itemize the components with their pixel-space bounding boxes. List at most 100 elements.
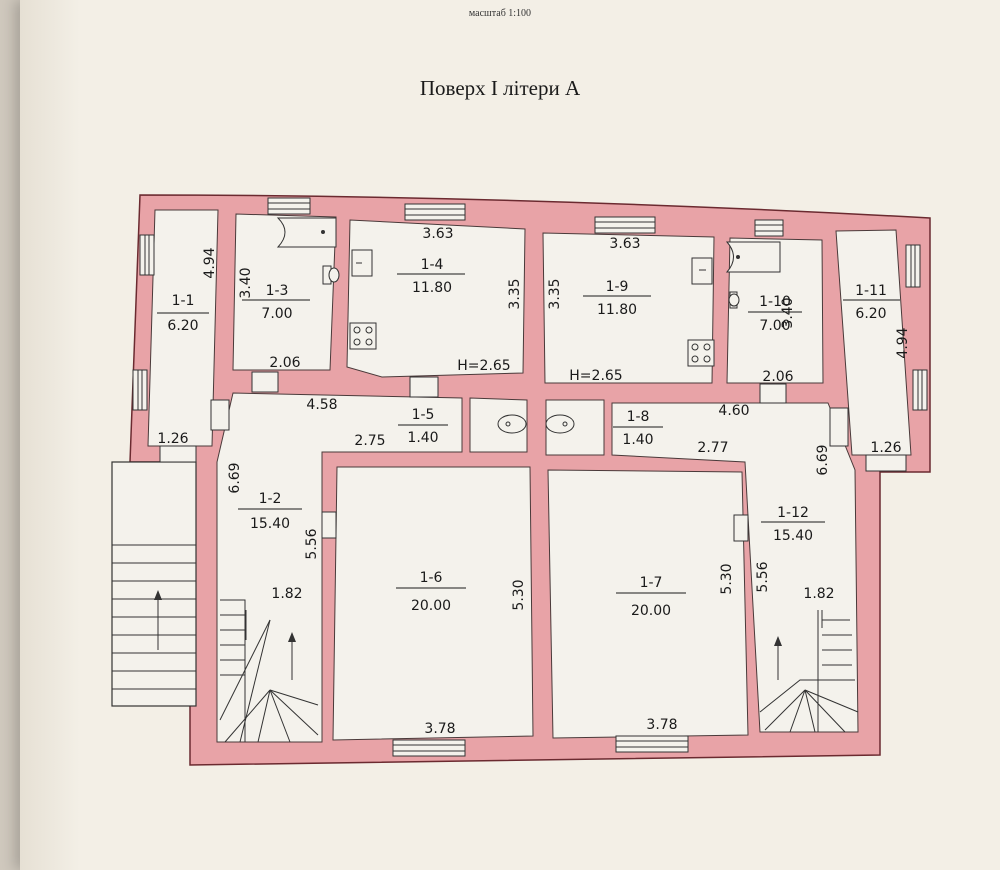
room-area: 20.00 xyxy=(411,598,451,614)
door-icon xyxy=(865,454,907,472)
room-area: 7.00 xyxy=(759,318,790,334)
room-1-7 xyxy=(547,469,749,739)
dimension-label: 3.78 xyxy=(424,721,455,737)
door-icon xyxy=(759,383,787,404)
window-icon xyxy=(905,244,921,288)
window-icon xyxy=(912,369,928,411)
dimension-label: 3.40 xyxy=(780,297,796,328)
room-1-11 xyxy=(835,229,912,456)
dimension-label: 6.69 xyxy=(227,462,243,493)
dimension-label: 2.06 xyxy=(762,369,793,385)
internal-stairs-right xyxy=(759,610,859,733)
room-area: 11.80 xyxy=(597,302,637,318)
room-number: 1-2 xyxy=(259,491,282,507)
room-number: 1-5 xyxy=(412,407,435,423)
bathtub-icon xyxy=(276,217,337,248)
dimension-label: 4.58 xyxy=(306,397,337,413)
washbasin-icon xyxy=(691,257,713,285)
stair-arrow-icon xyxy=(774,636,782,646)
window-icon xyxy=(754,219,784,237)
dimension-label: 3.35 xyxy=(547,278,563,309)
door-icon xyxy=(159,445,197,463)
plan-title: Поверх I літери А xyxy=(419,76,581,100)
room-number: 1-11 xyxy=(855,283,887,299)
dimension-label: 4.60 xyxy=(718,403,749,419)
room-1-2-corridor xyxy=(216,392,463,743)
room-number: 1-8 xyxy=(627,409,650,425)
dimension-label: 1.82 xyxy=(803,586,834,602)
room-1-9 xyxy=(542,232,715,384)
stove-icon xyxy=(687,339,715,367)
room-number: 1-1 xyxy=(172,293,195,309)
entrance-stairs-left xyxy=(111,461,197,707)
room-number: 1-9 xyxy=(606,279,629,295)
dimension-label: 3.63 xyxy=(609,236,640,252)
washbasin-icon xyxy=(351,249,373,277)
room-area: 11.80 xyxy=(412,280,452,296)
room-number: 1-4 xyxy=(421,257,444,273)
room-number: 1-10 xyxy=(759,294,791,310)
window-icon xyxy=(139,234,155,276)
dimension-label: 4.94 xyxy=(895,327,911,358)
room-1-3 xyxy=(232,213,337,371)
window-icon xyxy=(594,216,656,234)
door-icon xyxy=(829,407,849,447)
dimension-label: 2.77 xyxy=(697,440,728,456)
dimension-label: 1.26 xyxy=(870,440,901,456)
scale-note: масштаб 1:100 xyxy=(468,8,532,19)
ceiling-height-label: H=2.65 xyxy=(457,358,510,374)
door-icon xyxy=(251,371,279,393)
dimension-label: 2.06 xyxy=(269,355,300,371)
window-icon xyxy=(615,735,689,753)
room-area: 6.20 xyxy=(167,318,198,334)
dimension-label: 5.30 xyxy=(719,563,735,594)
room-area: 7.00 xyxy=(261,306,292,322)
bathtub-icon xyxy=(725,241,781,273)
dimension-label: 4.94 xyxy=(202,247,218,278)
dimension-label: 5.30 xyxy=(511,579,527,610)
internal-stairs-left xyxy=(219,599,319,743)
dimension-label: 2.75 xyxy=(354,433,385,449)
door-icon xyxy=(409,376,439,398)
door-icon xyxy=(733,514,749,542)
window-icon xyxy=(404,203,466,221)
room-area: 1.40 xyxy=(622,432,653,448)
room-1-8 xyxy=(545,399,605,456)
dimension-label: 3.78 xyxy=(646,717,677,733)
room-number: 1-6 xyxy=(420,570,443,586)
dimension-label: 6.69 xyxy=(815,444,831,475)
window-icon xyxy=(267,197,311,215)
room-number: 1-3 xyxy=(266,283,289,299)
dimension-label: 1.82 xyxy=(271,586,302,602)
toilet-icon xyxy=(497,414,527,434)
toilet-icon xyxy=(322,265,340,285)
room-1-1 xyxy=(147,209,219,447)
room-area: 20.00 xyxy=(631,603,671,619)
room-number: 1-12 xyxy=(777,505,809,521)
room-1-6 xyxy=(332,466,534,741)
room-1-10 xyxy=(726,237,824,384)
room-area: 6.20 xyxy=(855,306,886,322)
dimension-label: 5.56 xyxy=(304,528,320,559)
dimension-label: 1.26 xyxy=(157,431,188,447)
dimension-label: 3.63 xyxy=(422,226,453,242)
ceiling-height-label: H=2.65 xyxy=(569,368,622,384)
stair-arrow-icon xyxy=(288,632,296,642)
page-edge-shadow xyxy=(20,0,80,870)
dimension-label: 3.40 xyxy=(238,267,254,298)
room-area: 15.40 xyxy=(773,528,813,544)
door-icon xyxy=(321,511,337,539)
room-number: 1-7 xyxy=(640,575,663,591)
window-icon xyxy=(392,739,466,757)
toilet-icon xyxy=(545,414,575,434)
toilet-icon xyxy=(728,291,740,309)
door-icon xyxy=(210,399,230,431)
room-area: 15.40 xyxy=(250,516,290,532)
dimension-label: 3.35 xyxy=(507,278,523,309)
room-area: 1.40 xyxy=(407,430,438,446)
window-icon xyxy=(132,369,148,411)
room-1-4 xyxy=(346,219,526,378)
dimension-label: 5.56 xyxy=(755,561,771,592)
stove-icon xyxy=(349,322,377,350)
